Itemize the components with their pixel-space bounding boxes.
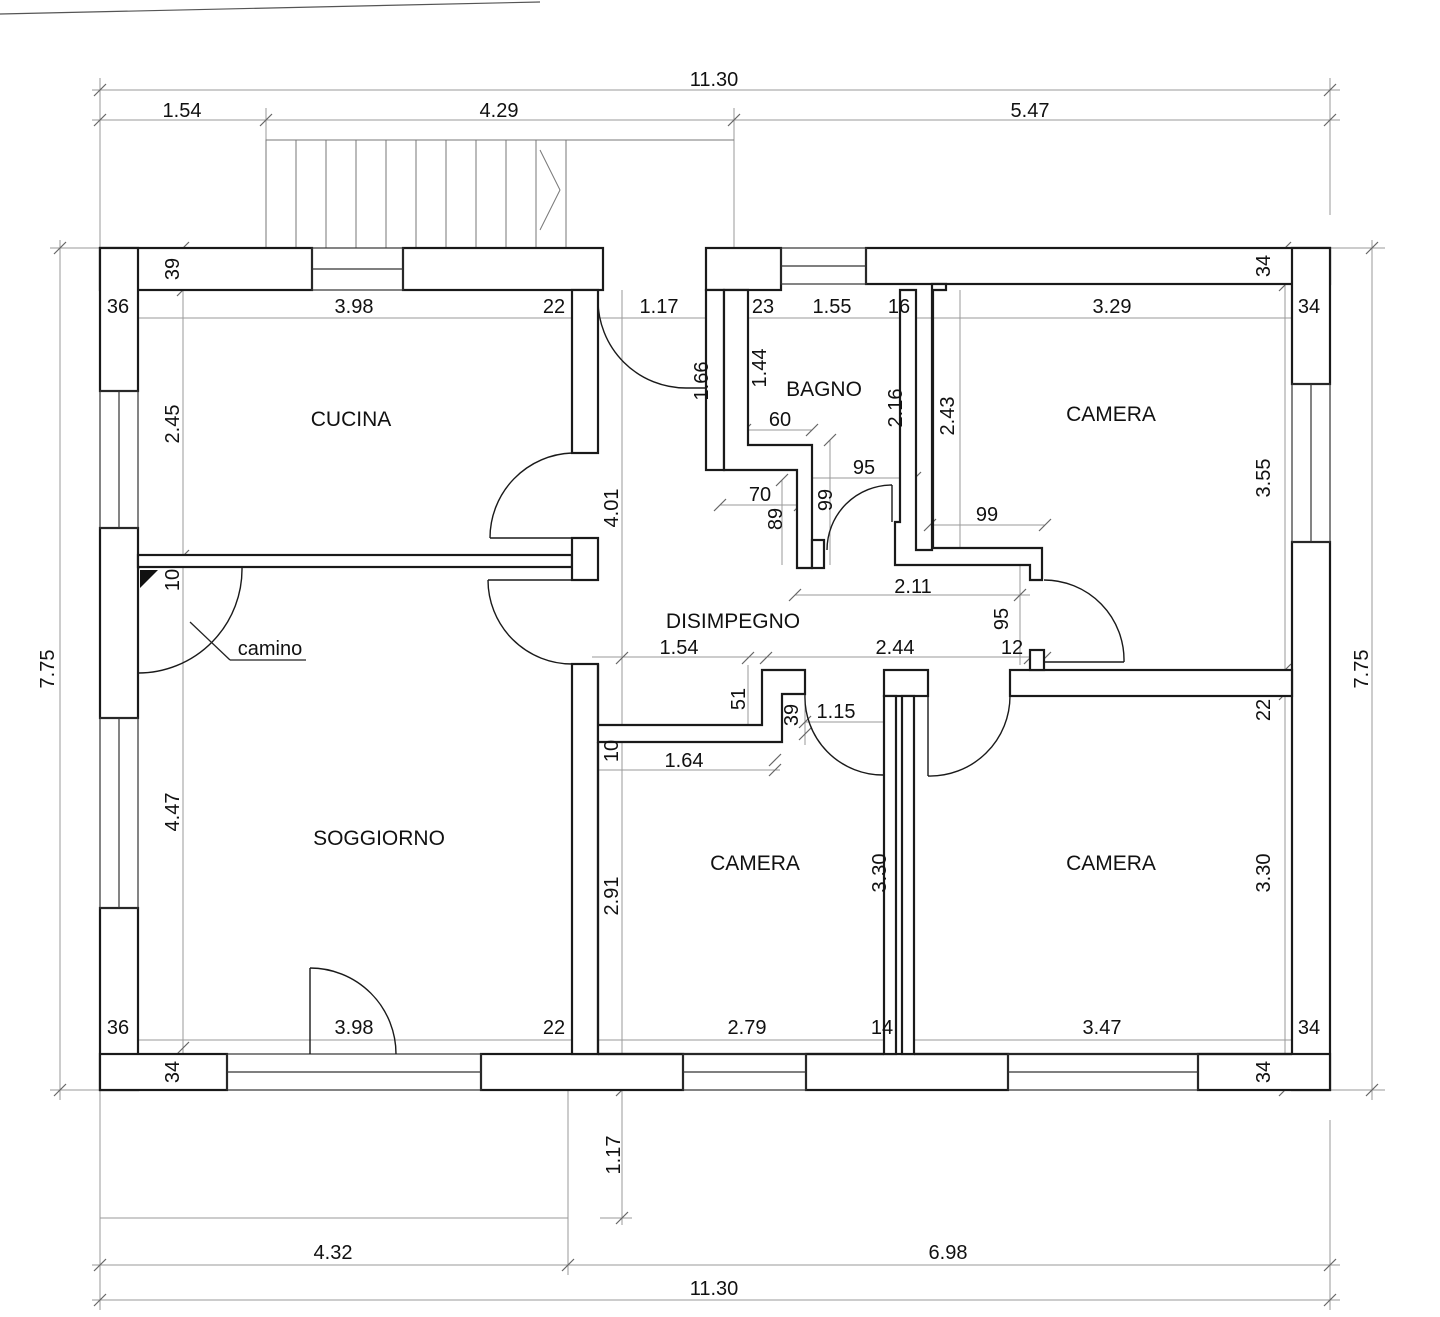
dim-soggiorno-width: 3.98 xyxy=(335,1017,374,1039)
dim-bagno-89: 89 xyxy=(765,508,787,530)
dim-cucina-height: 2.45 xyxy=(162,405,184,444)
dim-disimpegno-39: 39 xyxy=(781,704,803,726)
dim-corridor-height: 4.01 xyxy=(601,489,623,528)
dimension-labels: 11.30 1.54 4.29 5.47 4.32 6.98 11.30 36 … xyxy=(107,69,1320,1300)
dim-disimpegno-12: 12 xyxy=(1001,637,1023,659)
dim-bagno-95: 95 xyxy=(853,457,875,479)
dim-top-1: 1.54 xyxy=(163,100,202,122)
room-label-soggiorno: SOGGIORNO xyxy=(313,827,445,850)
dim-cucina-wall-top: 39 xyxy=(162,258,184,280)
dim-soggiorno-10: 10 xyxy=(162,569,184,591)
sheet-edge-line xyxy=(0,1,541,15)
dim-disimpegno-95: 95 xyxy=(991,608,1013,630)
dimension-labels-vertical: 7.75 7.75 1.17 39 2.45 1.66 1.44 2.16 89… xyxy=(37,255,1373,1175)
dim-soggiorno-height: 4.47 xyxy=(162,793,184,832)
dim-camera-ne-width: 3.29 xyxy=(1093,296,1132,318)
dim-camera-se-width: 3.47 xyxy=(1083,1017,1122,1039)
dim-camera-se-wall-right: 34 xyxy=(1298,1017,1320,1039)
dim-disimpegno-51: 51 xyxy=(728,688,750,710)
label-camino: camino xyxy=(238,638,302,660)
dim-camera-s-width: 2.79 xyxy=(728,1017,767,1039)
room-label-camera-se: CAMERA xyxy=(1066,852,1156,875)
dim-camera-s-164: 1.64 xyxy=(665,750,704,772)
room-label-cucina: CUCINA xyxy=(311,408,392,431)
dim-top-2: 4.29 xyxy=(480,100,519,122)
dim-camera-se-h: 3.30 xyxy=(1253,854,1275,893)
dim-bagno-h1: 1.44 xyxy=(749,349,771,388)
dim-bagno-wall-right: 16 xyxy=(888,296,910,318)
dim-camera-ne-h2: 3.55 xyxy=(1253,459,1275,498)
fireplace-symbol xyxy=(140,570,306,661)
dim-bottom-2: 6.98 xyxy=(929,1242,968,1264)
dim-top-total: 11.30 xyxy=(690,69,739,91)
dim-corridor-top-width: 1.17 xyxy=(640,296,679,318)
windows xyxy=(99,247,1331,1091)
dim-camera-ne-wall-top: 34 xyxy=(1253,255,1275,277)
room-label-camera-s: CAMERA xyxy=(710,852,800,875)
dim-cucina-width: 3.98 xyxy=(335,296,374,318)
dim-disimpegno-211: 2.11 xyxy=(894,576,931,598)
dim-camera-ne-99: 99 xyxy=(976,504,998,526)
dim-corridor-door: 1.66 xyxy=(691,362,713,401)
dim-bottom-1: 4.32 xyxy=(314,1242,353,1264)
doors xyxy=(137,299,1125,1055)
room-label-bagno: BAGNO xyxy=(786,378,862,401)
dim-disimpegno-115: 1.15 xyxy=(817,701,856,723)
dim-camera-s-h1: 2.91 xyxy=(601,877,623,916)
dim-bagno-60: 60 xyxy=(769,409,791,431)
dim-disimpegno-154: 1.54 xyxy=(660,637,699,659)
room-labels: CUCINA SOGGIORNO BAGNO DISIMPEGNO CAMERA… xyxy=(238,378,1156,875)
dim-camera-se-22: 22 xyxy=(1253,699,1275,721)
dim-soggiorno-wall-bottom: 34 xyxy=(162,1061,184,1083)
dim-camera-ne-wall-right: 34 xyxy=(1298,296,1320,318)
room-label-disimpegno: DISIMPEGNO xyxy=(666,610,800,633)
room-label-camera-ne: CAMERA xyxy=(1066,403,1156,426)
dim-soggiorno-wall-right: 22 xyxy=(543,1017,565,1039)
dim-bagno-70: 70 xyxy=(749,484,771,506)
staircase xyxy=(265,139,734,249)
dim-soggiorno-wall-left: 36 xyxy=(107,1017,129,1039)
dim-bagno-99: 99 xyxy=(815,489,837,511)
dim-balcony-depth: 1.17 xyxy=(603,1136,625,1175)
dim-camera-s-10: 10 xyxy=(601,740,623,762)
dim-right-total: 7.75 xyxy=(1351,650,1373,689)
dim-camera-se-wall-bottom: 34 xyxy=(1253,1061,1275,1083)
dim-bagno-h2: 2.16 xyxy=(885,389,907,428)
dim-top-3: 5.47 xyxy=(1011,100,1050,122)
dim-camera-s-h2: 3.30 xyxy=(869,854,891,893)
dim-cucina-wall-right: 22 xyxy=(543,296,565,318)
dim-cucina-wall-left: 36 xyxy=(107,296,129,318)
dim-camera-s-wall: 14 xyxy=(871,1017,893,1039)
dim-disimpegno-244: 2.44 xyxy=(876,637,915,659)
walls xyxy=(98,246,1332,1092)
balcony xyxy=(99,1090,569,1219)
dim-bagno-wall-left: 23 xyxy=(752,296,774,318)
dim-left-total: 7.75 xyxy=(37,650,59,689)
dim-bottom-total: 11.30 xyxy=(690,1278,739,1300)
dim-camera-ne-h1: 2.43 xyxy=(937,397,959,436)
dim-bagno-width: 1.55 xyxy=(813,296,852,318)
